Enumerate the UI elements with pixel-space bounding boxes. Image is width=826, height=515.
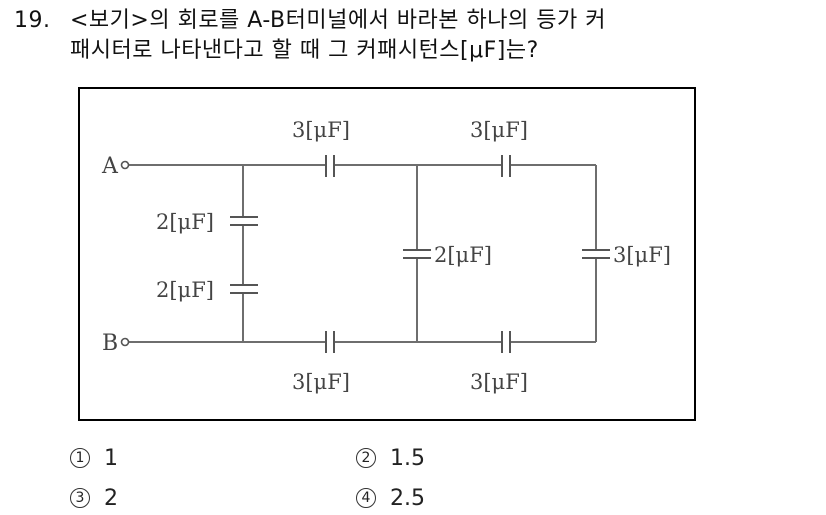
choice-marker-4: 4	[356, 488, 376, 508]
label-middle: 2[μF]	[434, 243, 492, 267]
choice-marker-2: 2	[356, 448, 376, 468]
choice-3[interactable]: 3 2	[70, 481, 118, 515]
question-text-line-1: <보기>의 회로를 A-B터미널에서 바라본 하나의 등가 커	[70, 8, 606, 33]
choice-marker-1: 1	[70, 448, 90, 468]
circuit-diagram: A B 3[μF] 3[μF] 3[μF] 3[μF] 2[μF] 2[μF] …	[78, 87, 696, 421]
question-line-1: 19. <보기>의 회로를 A-B터미널에서 바라본 하나의 등가 커	[14, 6, 814, 36]
capacitor-top-left	[324, 154, 335, 177]
capacitor-bottom-left	[324, 330, 335, 353]
capacitor-top-right	[500, 154, 511, 177]
capacitor-bottom-right	[500, 330, 511, 353]
choice-1[interactable]: 1 1	[70, 441, 118, 475]
choice-value-3: 2	[104, 485, 118, 511]
question-number: 19.	[14, 8, 51, 33]
label-bottom-right: 3[μF]	[470, 370, 528, 394]
label-left-upper: 2[μF]	[156, 210, 214, 234]
label-top-right: 3[μF]	[470, 118, 528, 142]
choice-value-4: 2.5	[390, 485, 425, 511]
capacitor-middle	[402, 248, 431, 259]
label-right: 3[μF]	[613, 243, 671, 267]
capacitor-left-upper	[229, 215, 258, 226]
label-bottom-left: 3[μF]	[292, 370, 350, 394]
capacitor-right	[581, 248, 610, 259]
terminal-b-node	[120, 337, 129, 346]
choice-value-2: 1.5	[390, 445, 425, 471]
choice-4[interactable]: 4 2.5	[356, 481, 425, 515]
label-top-left: 3[μF]	[292, 118, 350, 142]
question-text-line-2: 패시터로 나타낸다고 할 때 그 커패시턴스[μF]는?	[70, 38, 539, 63]
label-left-lower: 2[μF]	[156, 278, 214, 302]
choice-marker-3: 3	[70, 488, 90, 508]
capacitor-left-lower	[229, 283, 258, 294]
terminal-a-node	[120, 160, 129, 169]
circuit-svg: A B 3[μF] 3[μF] 3[μF] 3[μF] 2[μF] 2[μF] …	[101, 118, 671, 394]
question-stem: 19. <보기>의 회로를 A-B터미널에서 바라본 하나의 등가 커 패시터로 …	[14, 6, 814, 66]
terminal-a-label: A	[101, 154, 119, 179]
question-line-2: 패시터로 나타낸다고 할 때 그 커패시턴스[μF]는?	[14, 36, 814, 66]
terminal-b-label: B	[102, 331, 118, 356]
choice-value-1: 1	[104, 445, 118, 471]
choice-2[interactable]: 2 1.5	[356, 441, 425, 475]
